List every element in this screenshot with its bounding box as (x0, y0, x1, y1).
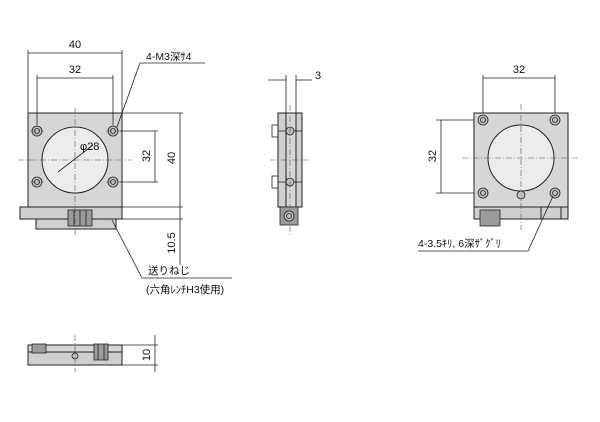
label-counterbore: 4-3.5ｷﾘ, 6深ｻﾞｸﾞﾘ (418, 238, 501, 250)
dim-height-40: 40 (166, 152, 178, 164)
dim-pitch-32: 32 (69, 64, 81, 76)
back-view: 32 32 4-3.5ｷﾘ, 6深ｻﾞｸﾞﾘ (418, 64, 578, 252)
bottom-view: 10 (27, 335, 158, 372)
cbore-hole-br (549, 187, 561, 199)
dim-back-pitch-32-vertical: 32 (427, 150, 439, 162)
dim-thickness-3: 3 (315, 70, 321, 82)
label-feed-screw: 送りねじ (148, 264, 190, 277)
label-feed-screw-note: (六角ﾚﾝﾁH3使用) (146, 283, 224, 296)
dim-feed-10-5: 10.5 (166, 232, 178, 253)
label-tapped-holes: 4-M3深ｻ4 (146, 51, 192, 63)
cbore-hole-tr (549, 114, 561, 126)
front-view: 40 32 4-M3深ｻ4 φ28 32 40 10.5 送りねじ (六角ﾚﾝﾁ… (18, 39, 232, 296)
dim-pitch-32-vertical: 32 (141, 150, 153, 162)
cbore-hole-tl (477, 114, 489, 126)
dim-width-40: 40 (69, 39, 81, 51)
cbore-hole-bl (477, 187, 489, 199)
side-view: 3 (268, 70, 321, 235)
dim-bottom-height-10: 10 (141, 349, 153, 361)
dim-back-pitch-32: 32 (513, 64, 525, 76)
label-aperture: φ28 (80, 141, 99, 153)
